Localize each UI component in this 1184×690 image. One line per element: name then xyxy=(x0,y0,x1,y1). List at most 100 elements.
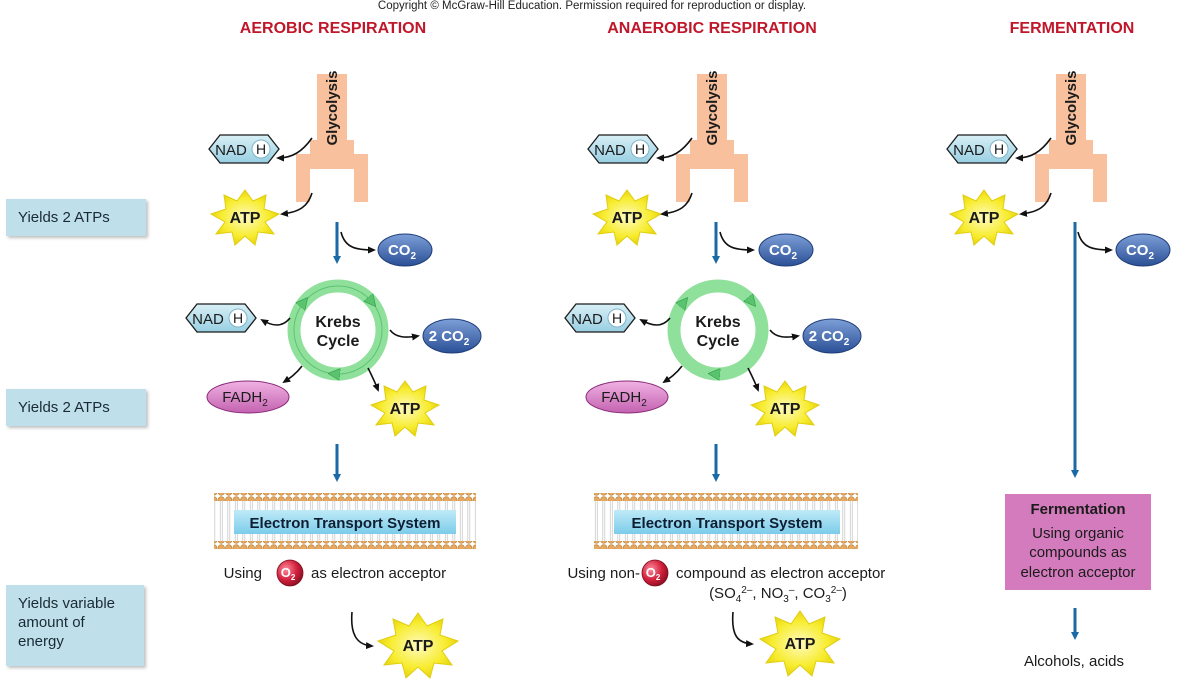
svg-text:2 CO2: 2 CO2 xyxy=(809,328,850,348)
svg-text:H: H xyxy=(256,141,266,157)
svg-text:Krebs: Krebs xyxy=(315,314,360,331)
co2-ellipse: 2 CO2 xyxy=(422,318,482,354)
svg-text:NAD: NAD xyxy=(571,311,603,328)
svg-text:2 CO2: 2 CO2 xyxy=(429,328,470,348)
krebs-cycle: Krebs Cycle xyxy=(667,279,769,381)
atp-star: ATP xyxy=(750,380,820,437)
svg-text:H: H xyxy=(635,141,645,157)
svg-text:H: H xyxy=(233,310,243,326)
acceptor-text-pre: Using xyxy=(224,565,262,582)
fermentation-box-title: Fermentation xyxy=(1030,501,1125,518)
o2-sphere: O2 xyxy=(276,559,304,587)
atp-star: ATP xyxy=(949,189,1019,246)
svg-text:H: H xyxy=(612,310,622,326)
svg-text:CO2: CO2 xyxy=(1126,242,1155,262)
arrow-to-nadh xyxy=(276,137,313,162)
glycolysis-aerobic: Glycolysis xyxy=(296,70,368,202)
arrow-to-atp xyxy=(367,367,380,392)
electron-transport-system: Electron Transport System xyxy=(594,493,858,549)
acceptor-text-post: compound as electron acceptor xyxy=(676,565,885,582)
co2-ellipse: CO2 xyxy=(758,233,814,267)
yield-box-krebs: Yields 2 ATPs xyxy=(6,389,146,426)
arrow-to-co2 xyxy=(389,329,420,341)
svg-text:ATP: ATP xyxy=(230,210,261,227)
arrow-to-nadh xyxy=(260,317,291,327)
arrow-to-fadh2 xyxy=(662,365,683,384)
ets-label: Electron Transport System xyxy=(250,515,441,532)
glycolysis-label: Glycolysis xyxy=(704,70,721,145)
yield-label: Yields 2 ATPs xyxy=(18,399,110,416)
fadh2-ellipse: FADH2 xyxy=(206,380,290,414)
svg-text:FADH2: FADH2 xyxy=(601,389,647,409)
arrow-to-atp xyxy=(1019,192,1052,217)
co2-ellipse: CO2 xyxy=(377,233,433,267)
atp-star-large: ATP xyxy=(377,612,459,679)
svg-text:FADH2: FADH2 xyxy=(222,389,268,409)
arrow-to-co2 xyxy=(1077,231,1113,254)
arrow-to-nadh xyxy=(656,137,693,162)
atp-star: ATP xyxy=(210,189,280,246)
co2-ellipse: 2 CO2 xyxy=(802,318,862,354)
svg-text:ATP: ATP xyxy=(969,210,1000,227)
svg-text:NAD: NAD xyxy=(192,311,224,328)
fermentation-box: Fermentation Using organic compounds as … xyxy=(1005,494,1151,590)
o2-sphere: O2 xyxy=(641,559,669,587)
svg-text:H: H xyxy=(994,141,1004,157)
svg-text:Cycle: Cycle xyxy=(697,333,740,350)
glycolysis-anaerobic: Glycolysis xyxy=(676,70,748,202)
arrow-to-fadh2 xyxy=(282,365,303,384)
svg-text:Krebs: Krebs xyxy=(695,314,740,331)
title-aerobic: AEROBIC RESPIRATION xyxy=(240,20,426,37)
svg-text:CO2: CO2 xyxy=(769,242,798,262)
arrow-to-co2 xyxy=(340,231,376,254)
arrow-to-nadh xyxy=(639,317,671,326)
svg-text:Cycle: Cycle xyxy=(317,333,360,350)
atp-star-large: ATP xyxy=(759,610,841,677)
nadh-badge: NAD H xyxy=(946,134,1018,164)
co2-ellipse: CO2 xyxy=(1115,233,1171,267)
svg-text:NAD: NAD xyxy=(953,142,985,159)
acceptor-compounds: (SO42–, NO3–, CO32–) xyxy=(709,585,847,605)
arrow-to-atp xyxy=(731,611,754,648)
svg-text:ATP: ATP xyxy=(785,636,816,653)
glycolysis-label: Glycolysis xyxy=(324,70,341,145)
anaerobic-column: Glycolysis NAD H ATP CO2 Krebs Cycle xyxy=(564,70,885,677)
nadh-badge: NAD H xyxy=(208,134,280,164)
nadh-badge: NAD H xyxy=(564,303,636,333)
nadh-badge: NAD H xyxy=(587,134,659,164)
nadh-badge: NAD H xyxy=(185,303,257,333)
svg-text:ATP: ATP xyxy=(770,401,801,418)
atp-star: ATP xyxy=(370,380,440,437)
fermentation-column: Glycolysis NAD H ATP CO2 Fermentation Us… xyxy=(946,70,1171,670)
krebs-cycle: Krebs Cycle xyxy=(287,279,389,381)
fadh2-ellipse: FADH2 xyxy=(585,380,669,414)
acceptor-text-pre: Using non- xyxy=(567,565,640,582)
svg-text:NAD: NAD xyxy=(215,142,247,159)
svg-text:NAD: NAD xyxy=(594,142,626,159)
acceptor-text-post: as electron acceptor xyxy=(311,565,446,582)
copyright-notice: Copyright © McGraw-Hill Education. Permi… xyxy=(377,0,807,12)
fermentation-box-line: electron acceptor xyxy=(1020,564,1135,581)
atp-star: ATP xyxy=(592,189,662,246)
glycolysis-fermentation: Glycolysis xyxy=(1035,70,1107,202)
svg-text:ATP: ATP xyxy=(390,401,421,418)
fermentation-products: Alcohols, acids xyxy=(1024,653,1124,670)
yield-box-ets: Yields variable amount of energy xyxy=(6,585,144,666)
svg-text:ATP: ATP xyxy=(612,210,643,227)
svg-text:O2: O2 xyxy=(281,565,296,582)
yield-label: Yields variable amount of energy xyxy=(18,595,115,650)
arrow-to-atp xyxy=(660,192,693,217)
electron-transport-system: Electron Transport System xyxy=(214,493,476,549)
arrow-to-co2 xyxy=(769,329,800,341)
arrow-to-atp xyxy=(350,611,374,650)
arrow-to-nadh xyxy=(1015,137,1052,162)
arrow-to-co2 xyxy=(719,231,755,254)
fermentation-box-line: Using organic xyxy=(1032,525,1124,542)
svg-text:CO2: CO2 xyxy=(388,242,417,262)
fermentation-box-line: compounds as xyxy=(1029,544,1127,561)
glycolysis-label: Glycolysis xyxy=(1063,70,1080,145)
svg-text:O2: O2 xyxy=(646,565,661,582)
yield-box-glycolysis: Yields 2 ATPs xyxy=(6,199,146,236)
svg-text:ATP: ATP xyxy=(403,638,434,655)
yield-label: Yields 2 ATPs xyxy=(18,209,110,226)
